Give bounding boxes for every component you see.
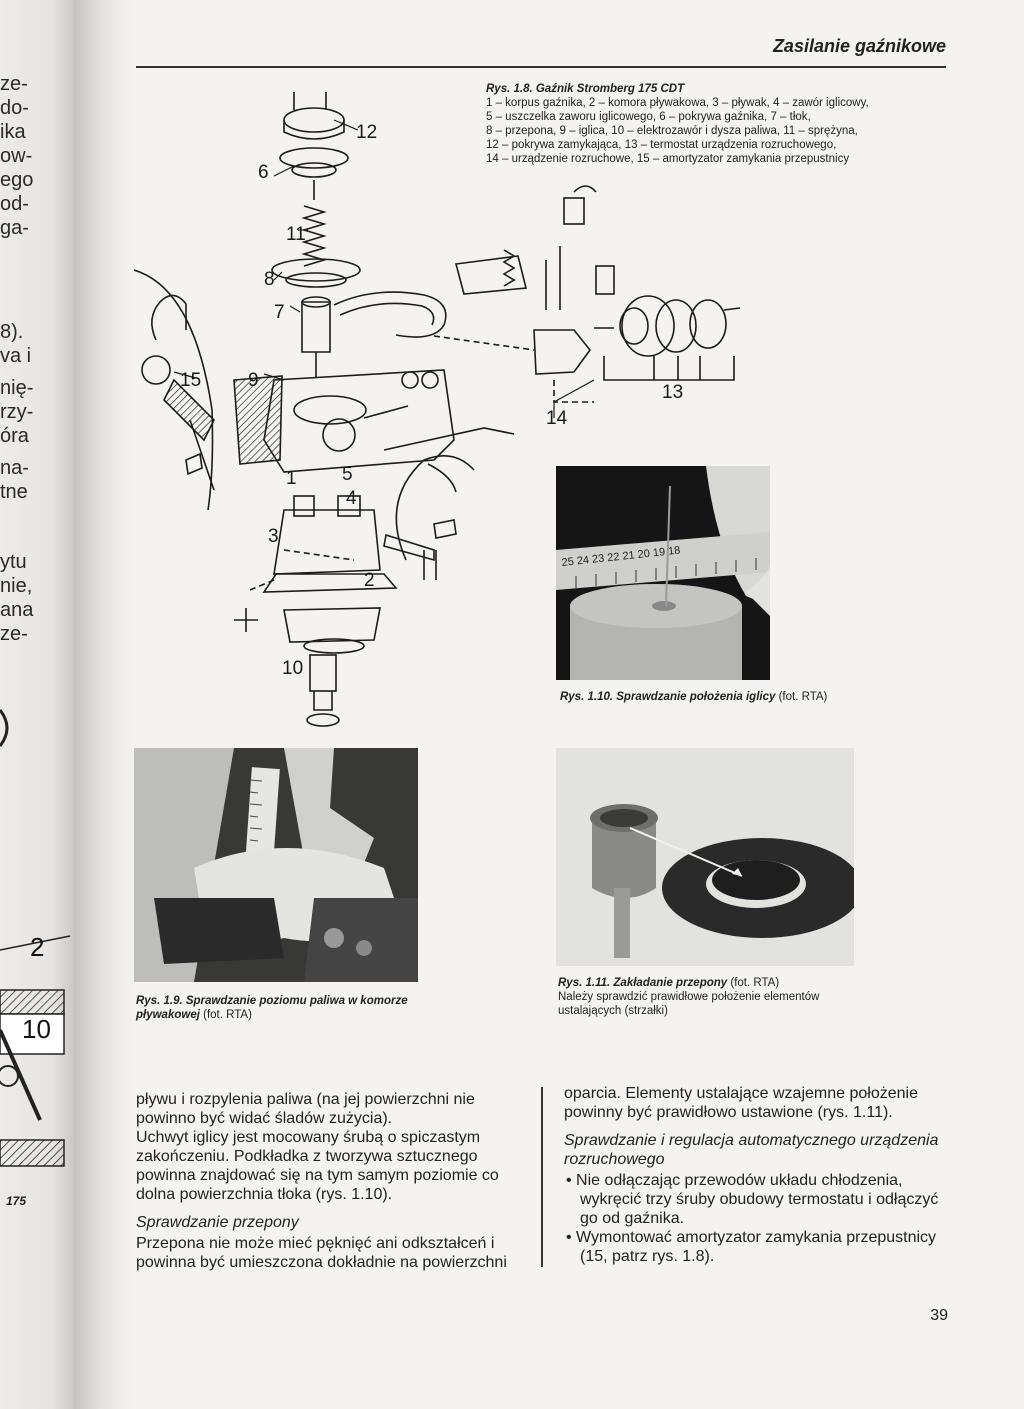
part-number-label: 6	[258, 162, 269, 183]
figure-1-11-caption: Rys. 1.11. Zakładanie przepony (fot. RTA…	[558, 976, 888, 1018]
figure-1-9-credit: (fot. RTA)	[203, 1009, 252, 1021]
running-header: Zasilanie gaźnikowe	[772, 36, 946, 56]
prev-page-fragment: ana	[0, 599, 34, 621]
paragraph: Uchwyt iglicy jest mocowany śrubą o spic…	[136, 1129, 499, 1203]
part-number-label: 7	[274, 302, 285, 323]
part-number-label: 11	[286, 224, 306, 245]
prev-page-fragment: 8).	[0, 321, 24, 343]
bullet-item: • Nie odłączając przewodów układu chłodz…	[566, 1172, 939, 1227]
figure-1-10-caption: Rys. 1.10. Sprawdzanie położenia iglicy …	[560, 690, 827, 704]
bullet-text: Wymontować amortyzator zamykania przepus…	[576, 1229, 937, 1265]
part-number-label: 3	[268, 526, 279, 547]
header-rule	[136, 66, 946, 68]
part-number-label: 13	[662, 382, 683, 403]
figure-1-8-caption: Rys. 1.8. Gaźnik Stromberg 175 CDT 1 – k…	[486, 82, 956, 166]
part-number-label: 9	[248, 370, 259, 391]
part-number-label: 15	[180, 370, 201, 391]
prev-page-fragment: nię-	[0, 377, 34, 399]
page-number: 39	[930, 1307, 948, 1324]
text-column-left: pływu i rozpylenia paliwa (na jej powier…	[136, 1090, 522, 1272]
figure-1-8-legend-line: 1 – korpus gaźnika, 2 – komora pływakowa…	[486, 97, 869, 109]
section-heading: Sprawdzanie i regulacja automatycznego u…	[564, 1132, 939, 1168]
prev-page-fragment: rzy-	[0, 401, 34, 423]
prev-page-number: 175	[6, 1194, 27, 1208]
prev-page-fragment: od-	[0, 193, 29, 215]
prev-page-fragment: ika	[0, 121, 26, 143]
figure-1-9-label: Rys. 1.9. Sprawdzanie poziomu paliwa w k…	[136, 995, 408, 1021]
paragraph: pływu i rozpylenia paliwa (na jej powier…	[136, 1091, 475, 1127]
carburetor-exploded-diagram: 12 6 11 8 7 9 15 1 5 4 3 2 10 14 13	[134, 92, 741, 727]
figure-1-10-credit: (fot. RTA)	[778, 691, 828, 703]
bullet-text: Nie odłączając przewodów układu chłodzen…	[576, 1172, 939, 1227]
prev-diagram-label: 10	[22, 1014, 51, 1044]
figure-1-8-legend-line: 12 – pokrywa zamykająca, 13 – termostat …	[486, 139, 837, 151]
figure-1-11-credit: (fot. RTA)	[730, 977, 780, 989]
prev-page-fragment: óra	[0, 425, 29, 447]
column-divider	[541, 1087, 543, 1267]
paragraph: oparcia. Elementy ustalające wzajemne po…	[564, 1085, 918, 1121]
prev-page-fragment: nie,	[0, 575, 33, 597]
prev-page-fragment: na-	[0, 457, 29, 479]
part-number-label: 10	[282, 658, 303, 679]
part-number-label: 5	[342, 464, 353, 485]
part-number-label: 12	[356, 122, 377, 143]
previous-page-edge: ze- do- ika ow- ego od- ga- 8). va i nię…	[0, 0, 74, 1409]
paragraph: Przepona nie może mieć pęknięć ani odksz…	[136, 1235, 507, 1271]
prev-page-fragment: va i	[0, 345, 32, 367]
prev-page-diagram: 2 10	[0, 709, 71, 1167]
prev-page-fragment: tne	[0, 481, 28, 503]
part-number-label: 2	[364, 570, 375, 591]
prev-page-fragment: do-	[0, 97, 29, 119]
figure-1-8-legend-line: 5 – uszczelka zaworu iglicowego, 6 – pok…	[486, 111, 811, 123]
figure-1-9-caption: Rys. 1.9. Sprawdzanie poziomu paliwa w k…	[136, 994, 466, 1022]
figure-1-8-legend-line: 8 – przepona, 9 – iglica, 10 – elektroza…	[486, 125, 858, 137]
part-number-label: 1	[286, 468, 297, 489]
photo-needle-position: 25 24 23 22 21 20 19 18	[556, 466, 770, 680]
prev-page-fragment: ze-	[0, 73, 28, 95]
text-column-right: oparcia. Elementy ustalające wzajemne po…	[564, 1084, 952, 1266]
prev-page-fragment: ytu	[0, 551, 27, 573]
bullet-item: • Wymontować amortyzator zamykania przep…	[566, 1229, 937, 1265]
figure-1-8-label: Rys. 1.8. Gaźnik Stromberg 175 CDT	[486, 83, 685, 95]
part-number-label: 14	[546, 408, 568, 429]
part-number-label: 8	[264, 269, 275, 290]
figure-1-11-label: Rys. 1.11. Zakładanie przepony	[558, 977, 728, 989]
part-number-label: 4	[346, 488, 357, 509]
prev-page-fragment: ga-	[0, 217, 29, 239]
prev-page-fragment: ze-	[0, 623, 28, 645]
figure-1-10-label: Rys. 1.10. Sprawdzanie położenia iglicy	[560, 691, 776, 703]
figure-1-8-legend-line: 14 – urządzenie rozruchowe, 15 – amortyz…	[486, 153, 850, 165]
photo-fuel-level-check	[134, 748, 418, 982]
prev-page-fragment: ego	[0, 169, 34, 191]
photo-diaphragm-installation	[556, 748, 854, 966]
prev-diagram-label: 2	[30, 932, 44, 962]
section-heading: Sprawdzanie przepony	[136, 1214, 299, 1231]
figure-1-11-note: ustalających (strzałki)	[558, 1005, 668, 1017]
prev-page-fragment: ow-	[0, 145, 33, 167]
figure-1-11-note: Należy sprawdzić prawidłowe położenie el…	[558, 991, 820, 1003]
book-gutter	[74, 0, 134, 1409]
